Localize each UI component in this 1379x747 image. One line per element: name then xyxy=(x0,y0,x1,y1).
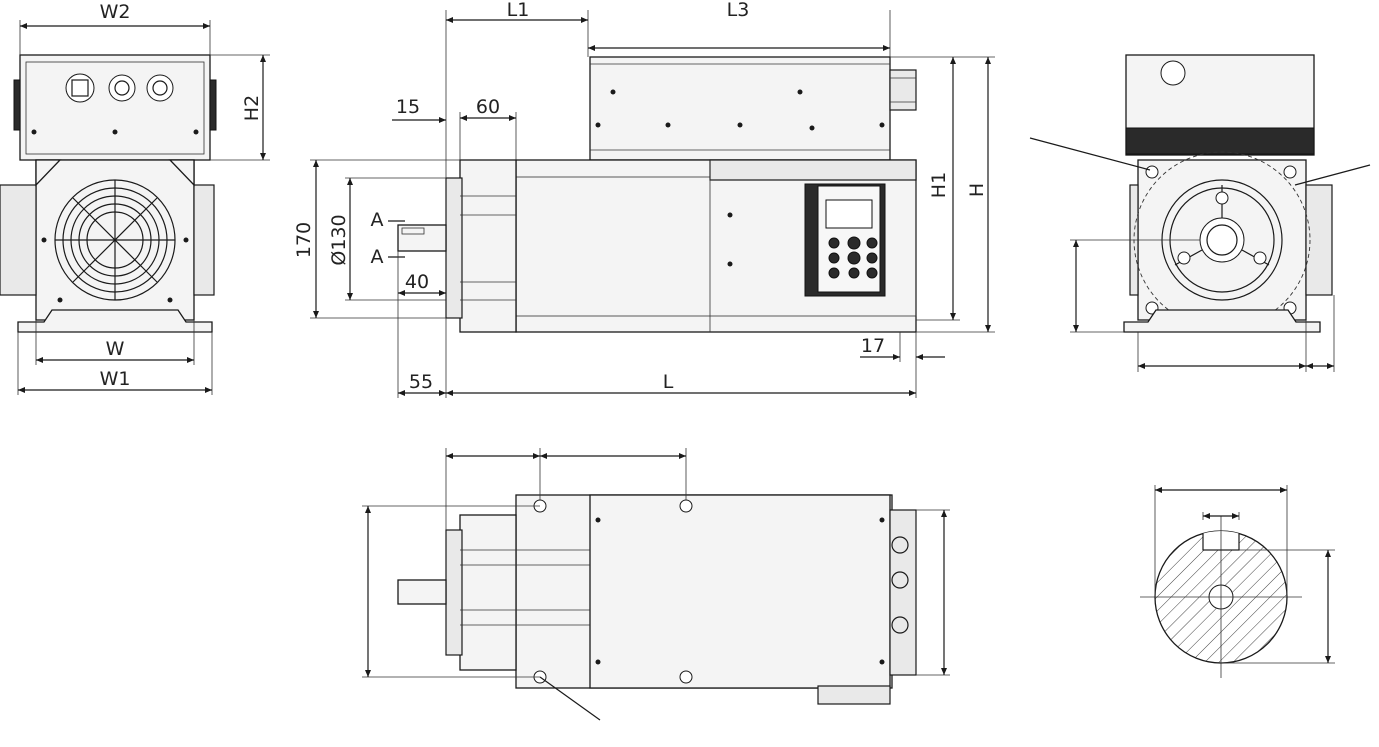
flange-view xyxy=(1029,54,1371,372)
dim-l3: L3 xyxy=(727,0,750,21)
section-a-a xyxy=(1140,485,1335,678)
dim-w2: W2 xyxy=(100,1,131,23)
front-view: W2 H2 W W1 xyxy=(0,1,270,395)
dim-60: 60 xyxy=(476,96,500,118)
top-view xyxy=(362,448,950,721)
dim-17: 17 xyxy=(861,335,885,357)
dim-l1: L1 xyxy=(507,0,530,21)
dim-h1: H1 xyxy=(928,172,950,198)
section-a-top-label: A xyxy=(371,209,384,231)
dim-15: 15 xyxy=(396,96,420,118)
dim-170-side: 170 xyxy=(293,222,315,258)
dim-55: 55 xyxy=(409,371,433,393)
dim-w: W xyxy=(106,338,125,360)
section-a-bottom-label: A xyxy=(371,246,384,268)
dim-h2: H2 xyxy=(241,95,263,121)
dim-w1: W1 xyxy=(100,368,131,390)
dim-h: H xyxy=(966,183,988,197)
dim-40: 40 xyxy=(405,271,429,293)
side-view: L1 L3 15 60 170 Ø130 A A 40 55 L 17 xyxy=(293,0,995,398)
dim-l: L xyxy=(663,371,674,393)
dim-d130: Ø130 xyxy=(328,214,350,265)
